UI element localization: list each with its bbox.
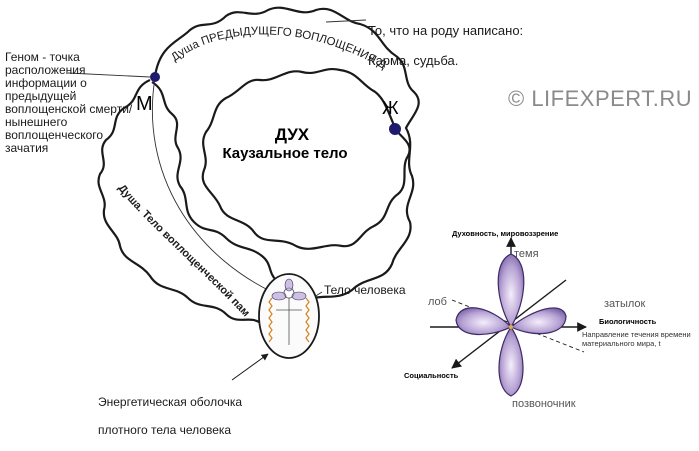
human-body-figure — [258, 273, 320, 359]
genome-leader-line — [67, 72, 151, 78]
energy-shell-line2: плотного тела человека — [98, 423, 232, 437]
karma-note: То, что на роду написано: Карма, судьба. — [368, 8, 523, 83]
axes-origin — [509, 325, 513, 329]
genome-node — [150, 72, 160, 82]
axis-label-time-flow-1: Направление течения времени — [582, 330, 691, 339]
axis-label-spine: позвоночник — [512, 398, 576, 410]
axes-diagram: Духовность, мировоззрение темя лоб затыл… — [404, 229, 691, 410]
spirit-subtitle: Каузальное тело — [222, 145, 347, 162]
axis-label-biologicity: Биологичность — [599, 317, 657, 326]
axis-label-forehead: лоб — [428, 296, 447, 308]
axis-label-crown: темя — [514, 248, 539, 260]
copyright-watermark: © LIFEXPERT.RU — [508, 86, 693, 111]
letter-m: М — [136, 93, 153, 115]
karma-note-line1: То, что на роду написано: — [368, 23, 524, 38]
letter-zh: Ж — [382, 98, 399, 118]
petal-left — [455, 307, 513, 336]
aura-zigzag-left — [268, 297, 273, 343]
energy-shell-note: Энергетическая оболочка плотного тела че… — [98, 381, 242, 451]
human-body-label: Тело человека — [324, 283, 406, 297]
zh-node — [389, 123, 401, 135]
genome-note: Геном - точка расположения информации о … — [5, 50, 133, 155]
axis-label-spirituality: Духовность, мировоззрение — [452, 229, 558, 238]
outer-soul-contour — [153, 6, 420, 307]
energy-shell-line1: Энергетическая оболочка — [98, 395, 243, 409]
mini-petal-left — [271, 291, 287, 301]
karma-note-line2: Карма, судьба. — [368, 53, 459, 68]
left-memory-inner-contour — [151, 81, 277, 281]
petal-right — [509, 307, 567, 335]
mini-petal-top — [284, 278, 294, 292]
karma-leader-line — [325, 19, 367, 23]
energy-shell-arrow — [231, 353, 269, 381]
spirit-title: ДУХ — [275, 125, 310, 144]
inner-spirit-contour — [201, 68, 411, 250]
axis-label-time-flow-2: материального мира, t — [582, 339, 661, 348]
petal-top — [497, 253, 525, 329]
petal-bottom — [498, 325, 524, 397]
mini-petal-right — [291, 291, 307, 301]
diagram-canvas: Душа ПРЕДЫДУЩЕГО ВОПЛОЩЕНИЯ ДУХА Душа. Т… — [0, 0, 691, 410]
axis-label-occiput: затылок — [604, 298, 646, 310]
left-memory-contour — [97, 78, 263, 325]
genome-to-body-line — [151, 77, 291, 301]
aura-zigzag-right — [305, 297, 310, 343]
memory-body-label: Душа. Тело воплощенческой памяти — [0, 0, 252, 319]
axis-label-sociality: Социальность — [404, 371, 459, 380]
